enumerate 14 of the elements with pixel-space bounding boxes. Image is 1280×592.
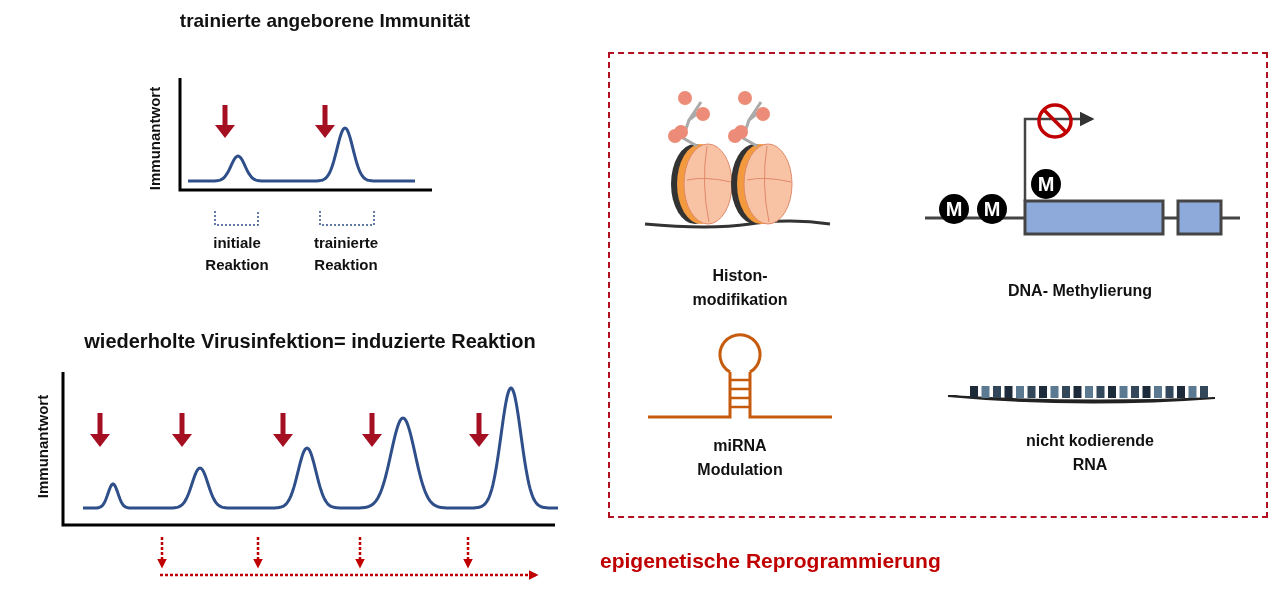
axis-caption: trainierte Reaktion xyxy=(312,233,380,275)
panel-heading: trainierte angeborene Immunität xyxy=(178,10,472,32)
caption-text: nicht kodierende RNA xyxy=(1025,431,1155,475)
methyl-marker: M xyxy=(977,194,1007,224)
caption-text: miRNA Modulation xyxy=(696,436,784,480)
axis-label: Immunantwort xyxy=(145,85,163,193)
methyl-marker: M xyxy=(1031,169,1061,199)
panel-heading: wiederholte Virusinfektion= induzierte Reaktion xyxy=(83,330,537,353)
frame-heading: epigenetische Reprogrammierung xyxy=(600,549,942,573)
axis-caption: initiale Reaktion xyxy=(204,233,270,275)
methyl-marker: M xyxy=(939,194,969,224)
axis-label: Immunantwort xyxy=(33,393,51,501)
caption-text: DNA- Methylierung xyxy=(1007,281,1153,301)
caption-text: Histon- modifikation xyxy=(691,266,789,310)
